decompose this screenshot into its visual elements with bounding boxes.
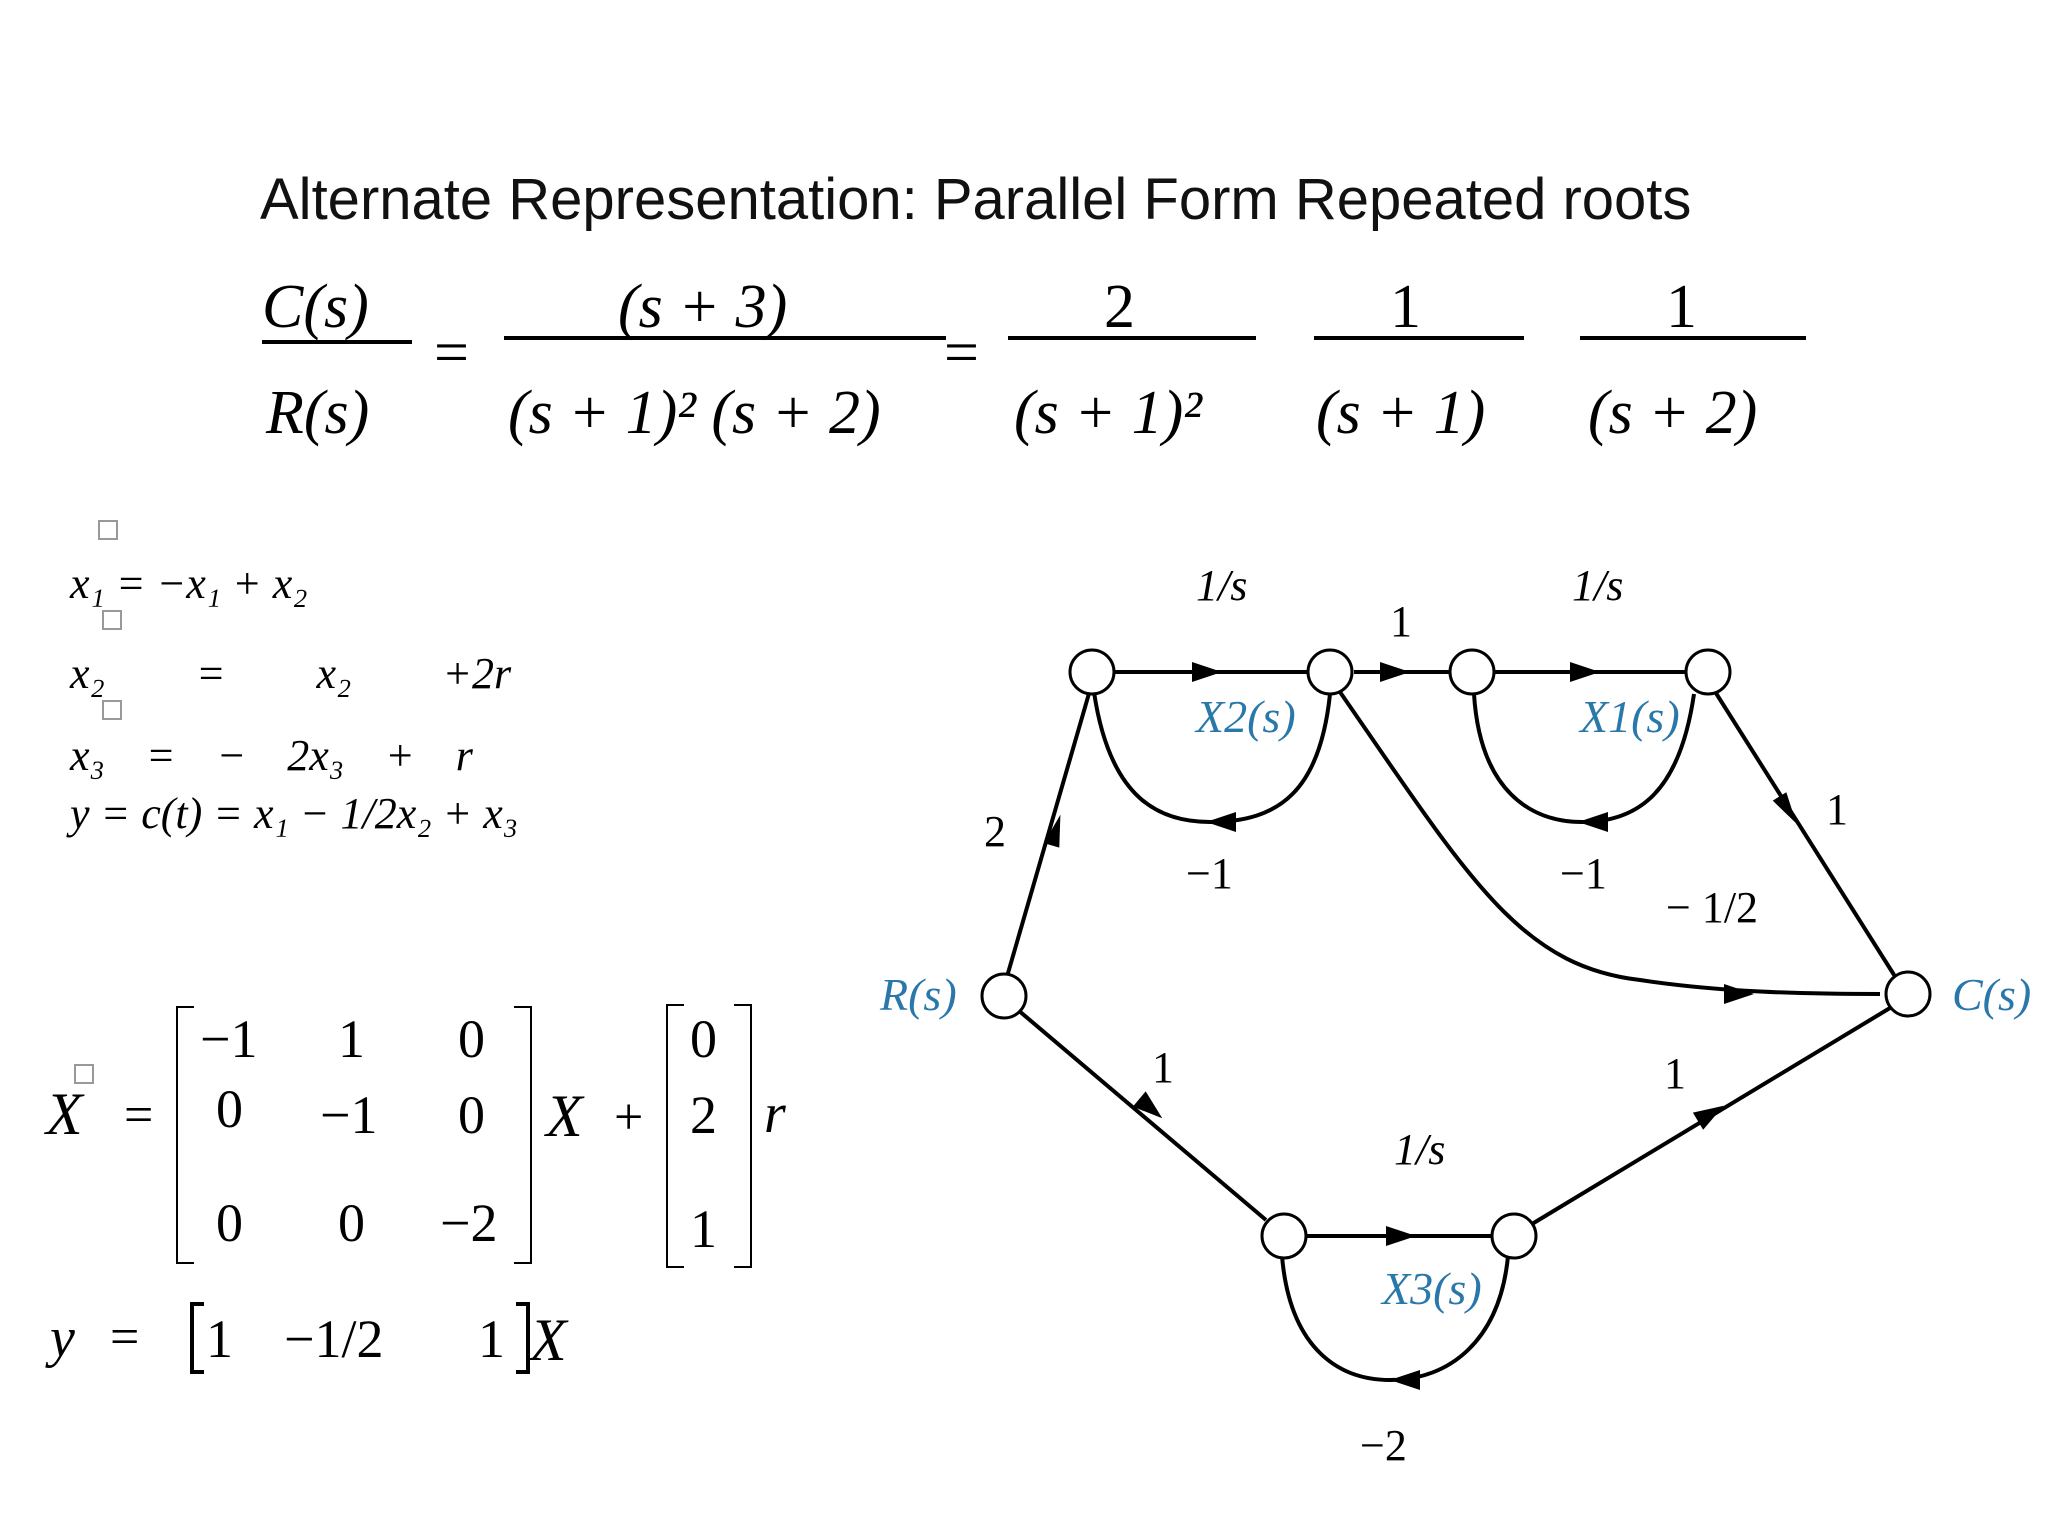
matrix-input-r: r xyxy=(764,1083,786,1145)
arrow-x3-c xyxy=(1692,1105,1724,1130)
label-x3: X3(s) xyxy=(1380,1263,1482,1314)
node-x1-in xyxy=(1448,648,1496,696)
c1: 1 xyxy=(206,1309,233,1369)
equals-sign-1: = xyxy=(434,319,469,387)
matrix-plus: + xyxy=(614,1089,644,1146)
node-x2-in xyxy=(1068,648,1116,696)
node-x1 xyxy=(1684,648,1732,696)
node-c xyxy=(1884,970,1932,1018)
b2: 2 xyxy=(690,1085,717,1145)
arrow-integrator-x3 xyxy=(1386,1226,1416,1246)
output-equals: = xyxy=(110,1309,140,1366)
term3-fraction-bar xyxy=(1580,336,1806,340)
label-x1: X1(s) xyxy=(1578,691,1680,742)
gain-x1-c: 1 xyxy=(1826,785,1848,834)
b1: 0 xyxy=(690,1009,717,1069)
lhs-denominator: R(s) xyxy=(266,379,370,447)
branch-x1-to-c xyxy=(1712,688,1898,980)
term3-denominator: (s + 2) xyxy=(1588,379,1758,447)
matrix-b-right-bracket xyxy=(734,1004,752,1268)
arrow-loop-x2 xyxy=(1206,812,1236,832)
gain-loop-x3: −2 xyxy=(1360,1421,1407,1470)
term2-denominator: (s + 1) xyxy=(1316,379,1486,447)
matrix-lhs-x: X xyxy=(46,1081,83,1147)
output-eq-y: y = c(t) = x₁ − 1/2x₂ + x₃ xyxy=(70,789,519,838)
mid-denominator: (s + 1)² (s + 2) xyxy=(508,379,881,447)
state-eq-x2: x₂ = x₂ +2r xyxy=(70,649,512,698)
gain-x2-x1: 1 xyxy=(1390,597,1412,646)
arrow-x1-c xyxy=(1772,792,1797,824)
dot-placeholder-2 xyxy=(102,610,122,630)
branch-r-to-x2in xyxy=(1004,689,1092,981)
gain-loop-x1: −1 xyxy=(1560,849,1607,898)
node-x2 xyxy=(1306,648,1354,696)
a12: 1 xyxy=(338,1009,365,1069)
b3: 1 xyxy=(690,1199,717,1259)
dot-placeholder-3 xyxy=(102,700,122,720)
slide-title: Alternate Representation: Parallel Form … xyxy=(260,167,1692,232)
matrix-c-left-bracket xyxy=(190,1302,204,1374)
mid-fraction-bar xyxy=(504,336,946,340)
a32: 0 xyxy=(338,1193,365,1253)
lhs-numerator: C(s) xyxy=(262,273,369,341)
output-x-state: X xyxy=(530,1307,567,1373)
a23: 0 xyxy=(458,1085,485,1145)
branch-x2-to-c xyxy=(1338,690,1881,996)
gain-r-x3: 1 xyxy=(1152,1043,1174,1092)
term3-numerator: 1 xyxy=(1666,273,1697,341)
arrow-loop-x1 xyxy=(1578,812,1608,832)
matrix-c-right-bracket xyxy=(516,1302,530,1374)
gain-loop-x2: −1 xyxy=(1186,849,1233,898)
arrow-integrator-x1 xyxy=(1570,662,1600,682)
a13: 0 xyxy=(458,1009,485,1069)
a21: 0 xyxy=(216,1079,243,1139)
lhs-fraction-bar xyxy=(262,340,412,344)
gain-integrator-x2: 1/s xyxy=(1196,561,1247,610)
node-r xyxy=(980,972,1028,1020)
a22: −1 xyxy=(320,1085,378,1145)
state-eq-x3: x₃ = − 2x₃ + r xyxy=(70,731,473,780)
matrix-b-left-bracket xyxy=(666,1004,684,1268)
label-r: R(s) xyxy=(879,969,957,1020)
arrow-loop-x3 xyxy=(1390,1370,1420,1390)
matrix-equals: = xyxy=(124,1087,154,1144)
branch-r-to-x3in xyxy=(1016,1008,1268,1222)
dot-placeholder-1 xyxy=(98,520,118,540)
gain-r-x2: 2 xyxy=(984,807,1006,856)
state-eq-x1: x₁ = −x₁ + x₂ xyxy=(70,559,308,608)
arrow-x2-x1 xyxy=(1380,662,1410,682)
matrix-x-state: X xyxy=(546,1083,583,1149)
a31: 0 xyxy=(216,1193,243,1253)
arrow-r-x3 xyxy=(1132,1091,1163,1119)
c2: −1/2 xyxy=(284,1309,384,1369)
node-x3-in xyxy=(1260,1212,1308,1260)
term1-fraction-bar xyxy=(1008,336,1256,340)
a33: −2 xyxy=(440,1193,498,1253)
term2-fraction-bar xyxy=(1314,336,1524,340)
term1-numerator: 2 xyxy=(1104,273,1135,341)
dot-placeholder-4 xyxy=(74,1064,94,1084)
arrow-integrator-x2 xyxy=(1192,662,1222,682)
node-x3 xyxy=(1490,1212,1538,1260)
gain-integrator-x1: 1/s xyxy=(1572,561,1623,610)
matrix-a-left-bracket xyxy=(176,1006,194,1264)
c3: 1 xyxy=(478,1309,505,1369)
mid-numerator: (s + 3) xyxy=(618,273,788,341)
arrow-x2-c xyxy=(1724,984,1754,1004)
a11: −1 xyxy=(200,1009,258,1069)
output-y-label: y xyxy=(50,1307,75,1369)
term2-numerator: 1 xyxy=(1390,273,1421,341)
gain-x3-c: 1 xyxy=(1664,1049,1686,1098)
label-c: C(s) xyxy=(1952,969,2031,1020)
gain-x2-c: − 1/2 xyxy=(1666,883,1758,932)
term1-denominator: (s + 1)² xyxy=(1014,379,1202,447)
arrow-r-x2 xyxy=(1043,814,1061,848)
equals-sign-2: = xyxy=(944,319,979,387)
matrix-a-right-bracket xyxy=(514,1006,532,1264)
label-x2: X2(s) xyxy=(1194,691,1296,742)
gain-integrator-x3: 1/s xyxy=(1394,1125,1445,1174)
